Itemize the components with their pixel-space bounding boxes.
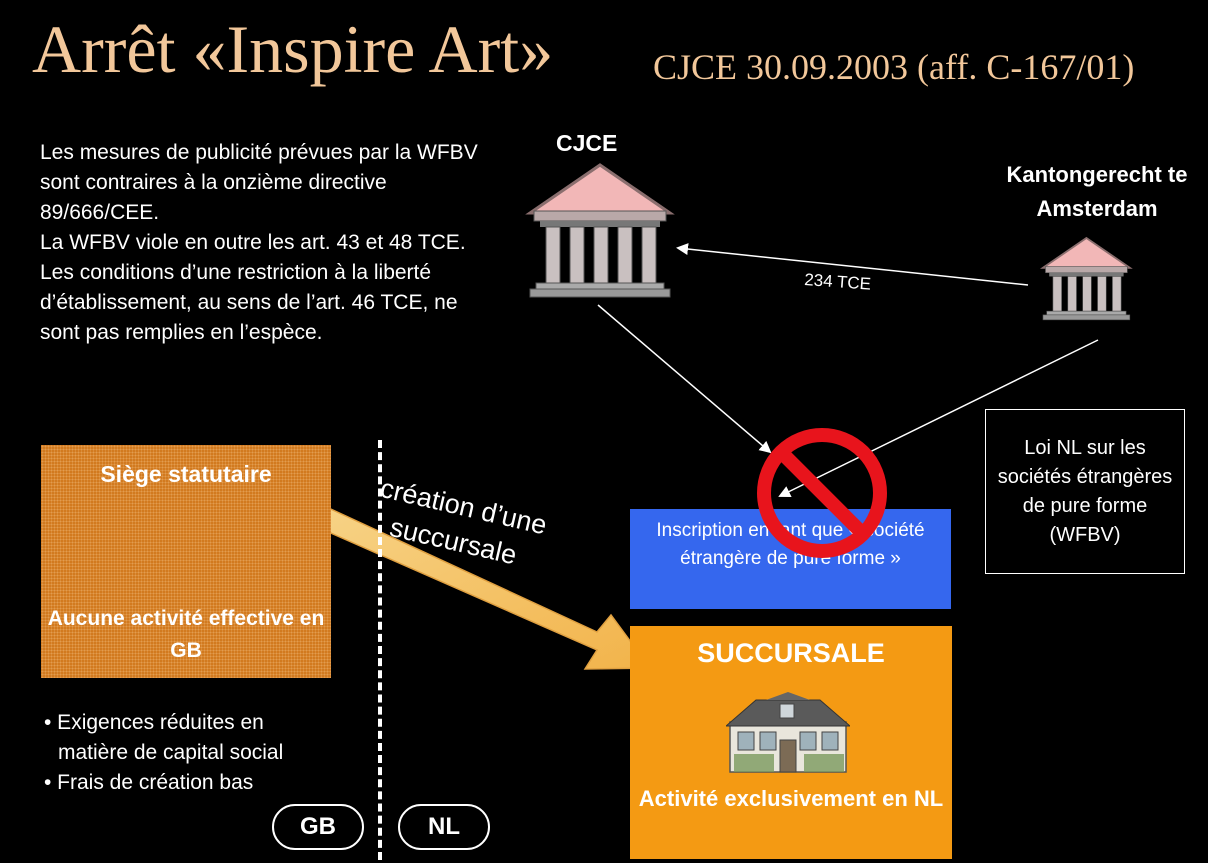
kantongerecht-label: Kantongerecht te Amsterdam <box>1006 162 1188 221</box>
referral-arrow <box>676 243 1029 286</box>
case-reference: CJCE 30.09.2003 (aff. C-167/01) <box>653 47 1135 87</box>
succursale-title: SUCCURSALE <box>697 638 885 668</box>
succursale-box: SUCCURSALE Activité exclusivement en NL <box>630 626 952 859</box>
region-nl-label: NL <box>398 804 490 850</box>
list-item: • Exigences réduites en <box>44 711 264 734</box>
law-box: Loi NL sur les sociétés étrangères de pu… <box>985 409 1185 574</box>
cjce-label: CJCE <box>556 130 618 156</box>
siege-statutaire-box: Siège statutaire Aucune activité effecti… <box>41 445 331 678</box>
ruling-line: Les mesures de publicité prévues par la … <box>40 141 478 224</box>
gb-advantages-list: • Exigences réduites en matière de capit… <box>44 708 283 798</box>
siege-title: Siège statutaire <box>100 461 272 487</box>
ruling-line: Les conditions d’une restriction à la li… <box>40 261 458 344</box>
list-item: • Frais de création bas <box>44 771 254 794</box>
succursale-note: Activité exclusivement en NL <box>638 786 944 811</box>
court-building-icon <box>1039 236 1133 321</box>
page-title: Arrêt «Inspire Art» <box>32 11 554 87</box>
region-gb-label: GB <box>272 804 364 850</box>
court-building-icon <box>525 163 675 298</box>
house-icon <box>726 692 850 773</box>
ruling-text: Les mesures de publicité prévues par la … <box>40 138 500 348</box>
cjce-to-prohibition-arrow <box>597 304 772 454</box>
siege-note: Aucune activité effective en GB <box>47 607 325 662</box>
list-item: matière de capital social <box>58 741 284 764</box>
border-divider <box>378 440 382 860</box>
inscription-box: Inscription en tant que « société étrang… <box>630 509 951 609</box>
ruling-line: La WFBV viole en outre les art. 43 et 48… <box>40 231 466 254</box>
